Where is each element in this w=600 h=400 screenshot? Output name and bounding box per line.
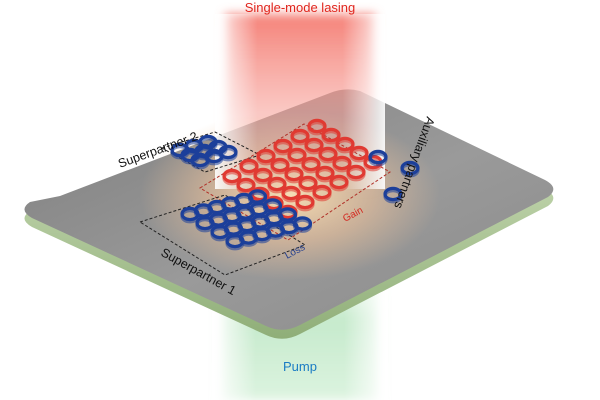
gain-ring	[256, 148, 276, 166]
gain-ring	[321, 127, 341, 145]
auxiliary-ring	[400, 160, 420, 178]
gain-ring	[281, 185, 301, 203]
gain-ring	[315, 165, 335, 183]
gain-ring	[318, 146, 338, 164]
gain-ring	[287, 147, 307, 165]
gain-ring	[273, 138, 293, 156]
gain-ring	[307, 118, 327, 136]
gain-ring	[267, 176, 287, 194]
gain-ring	[349, 145, 369, 163]
gain-ring	[332, 155, 352, 173]
auxiliary-ring	[383, 186, 403, 204]
gain-ring	[346, 164, 366, 182]
gain-ring	[312, 184, 332, 202]
gain-box	[199, 123, 391, 241]
gain-ring	[270, 157, 290, 175]
gain-ring	[301, 156, 321, 174]
gain-ring	[335, 136, 355, 154]
gain-ring	[295, 194, 315, 212]
gain-ring	[239, 158, 259, 176]
pump-label: Pump	[283, 359, 317, 374]
gain-ring	[298, 175, 318, 193]
gain-ring	[236, 177, 256, 195]
ring-resonators	[170, 118, 420, 251]
gain-ring	[304, 137, 324, 155]
gain-ring	[253, 167, 273, 185]
gain-ring	[290, 128, 310, 146]
loss-box	[138, 194, 307, 276]
gain-ring	[222, 168, 242, 186]
gain-ring	[329, 174, 349, 192]
auxiliary-ring	[368, 149, 388, 167]
loss-ring	[292, 216, 313, 233]
title-label: Single-mode lasing	[245, 0, 356, 15]
superpartner-2-ring	[218, 144, 238, 162]
gain-ring	[284, 166, 304, 184]
